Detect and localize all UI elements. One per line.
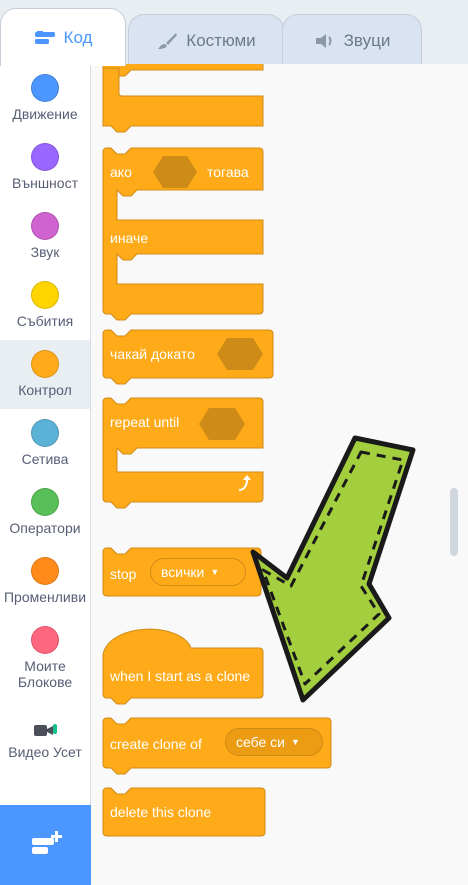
brush-icon bbox=[158, 32, 178, 49]
looks-category-icon bbox=[31, 143, 59, 171]
partial-c-block[interactable] bbox=[102, 64, 264, 133]
control-blocks-canvas bbox=[102, 64, 416, 837]
category-label: Събития bbox=[16, 313, 74, 329]
variables-category-icon bbox=[31, 557, 59, 585]
chevron-down-icon: ▼ bbox=[291, 737, 300, 747]
tab-code[interactable]: Код bbox=[0, 8, 126, 66]
category-label: Променливи bbox=[3, 589, 87, 605]
category-label: Външност bbox=[12, 175, 78, 191]
operators-category-icon bbox=[31, 488, 59, 516]
clone-hat-block[interactable] bbox=[102, 628, 264, 705]
add-extension-icon bbox=[31, 831, 62, 854]
clone-hat-label: when I start as a clone bbox=[110, 668, 251, 684]
category-sensing[interactable]: Сетива bbox=[0, 409, 90, 478]
category-label: Видео Усет bbox=[8, 744, 82, 760]
sound-category-icon bbox=[31, 212, 59, 240]
motion-category-icon bbox=[31, 74, 59, 102]
tab-sounds-label: Звуци bbox=[343, 30, 391, 50]
speaker-icon bbox=[315, 33, 332, 48]
green-arrow-icon bbox=[250, 435, 416, 703]
repeat-until-block[interactable] bbox=[102, 397, 264, 509]
if-label: ако bbox=[110, 164, 132, 180]
stop-option-dropdown[interactable]: всички ▼ bbox=[150, 558, 246, 586]
palette-scrollbar[interactable] bbox=[450, 488, 458, 556]
delete-clone-label: delete this clone bbox=[110, 804, 212, 820]
clone-target-dropdown[interactable]: себе си ▼ bbox=[225, 728, 323, 756]
repeat-until-label: repeat until bbox=[110, 414, 180, 430]
block-palette: ако тогава иначе чакай докато repeat unt… bbox=[91, 64, 468, 885]
category-label: Движение bbox=[12, 106, 78, 122]
category-sidebar: Движение Външност Звук Събития Контрол С… bbox=[0, 64, 91, 885]
stop-option-value: всички bbox=[161, 564, 205, 580]
chevron-down-icon: ▼ bbox=[210, 567, 220, 577]
add-extension-button[interactable] bbox=[0, 805, 91, 885]
category-label: Звук bbox=[30, 244, 60, 260]
sensing-category-icon bbox=[31, 419, 59, 447]
wait-until-label: чакай докато bbox=[110, 346, 195, 362]
category-operators[interactable]: Оператори bbox=[0, 478, 90, 547]
editor-tabs: Код Костюми Звуци bbox=[0, 0, 468, 66]
category-video-sensing[interactable]: Видео Усет bbox=[0, 712, 90, 781]
tab-costumes-label: Костюми bbox=[186, 30, 256, 50]
create-clone-label: create clone of bbox=[110, 736, 202, 752]
events-category-icon bbox=[31, 281, 59, 309]
category-control[interactable]: Контрол bbox=[0, 340, 90, 409]
video-sensing-icon bbox=[34, 724, 57, 736]
category-my-blocks[interactable]: Моите Блокове bbox=[0, 616, 90, 702]
tab-code-label: Код bbox=[63, 27, 93, 47]
control-category-icon bbox=[31, 350, 59, 378]
category-variables[interactable]: Променливи bbox=[0, 547, 90, 616]
category-motion[interactable]: Движение bbox=[0, 64, 90, 133]
wait-until-block[interactable] bbox=[102, 329, 274, 385]
category-label: Оператори bbox=[9, 520, 81, 536]
stop-label: stop bbox=[110, 566, 137, 582]
category-events[interactable]: Събития bbox=[0, 271, 90, 340]
tab-sounds[interactable]: Звуци bbox=[282, 14, 422, 66]
my-blocks-category-icon bbox=[31, 626, 59, 654]
else-label: иначе bbox=[110, 230, 149, 246]
delete-clone-block[interactable] bbox=[102, 787, 266, 837]
category-label: Моите Блокове bbox=[17, 658, 73, 690]
if-else-block[interactable] bbox=[102, 147, 264, 321]
tab-costumes[interactable]: Костюми bbox=[128, 14, 284, 66]
code-icon bbox=[34, 30, 55, 44]
category-label: Контрол bbox=[18, 382, 72, 398]
clone-target-value: себе си bbox=[236, 734, 285, 750]
category-label: Сетива bbox=[21, 451, 69, 467]
category-sound[interactable]: Звук bbox=[0, 202, 90, 271]
category-looks[interactable]: Външност bbox=[0, 133, 90, 202]
then-label: тогава bbox=[207, 164, 249, 180]
